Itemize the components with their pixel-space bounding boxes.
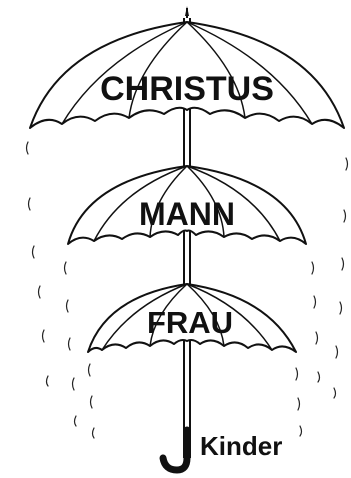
label-frau: FRAU [147,305,233,340]
label-christus: CHRISTUS [100,70,274,108]
umbrella-frau: FRAU [88,284,296,352]
umbrella-christus: CHRISTUS [30,22,344,128]
label-kinder: Kinder [200,431,282,461]
umbrella-mann: MANN [68,166,306,244]
label-mann: MANN [139,196,235,232]
